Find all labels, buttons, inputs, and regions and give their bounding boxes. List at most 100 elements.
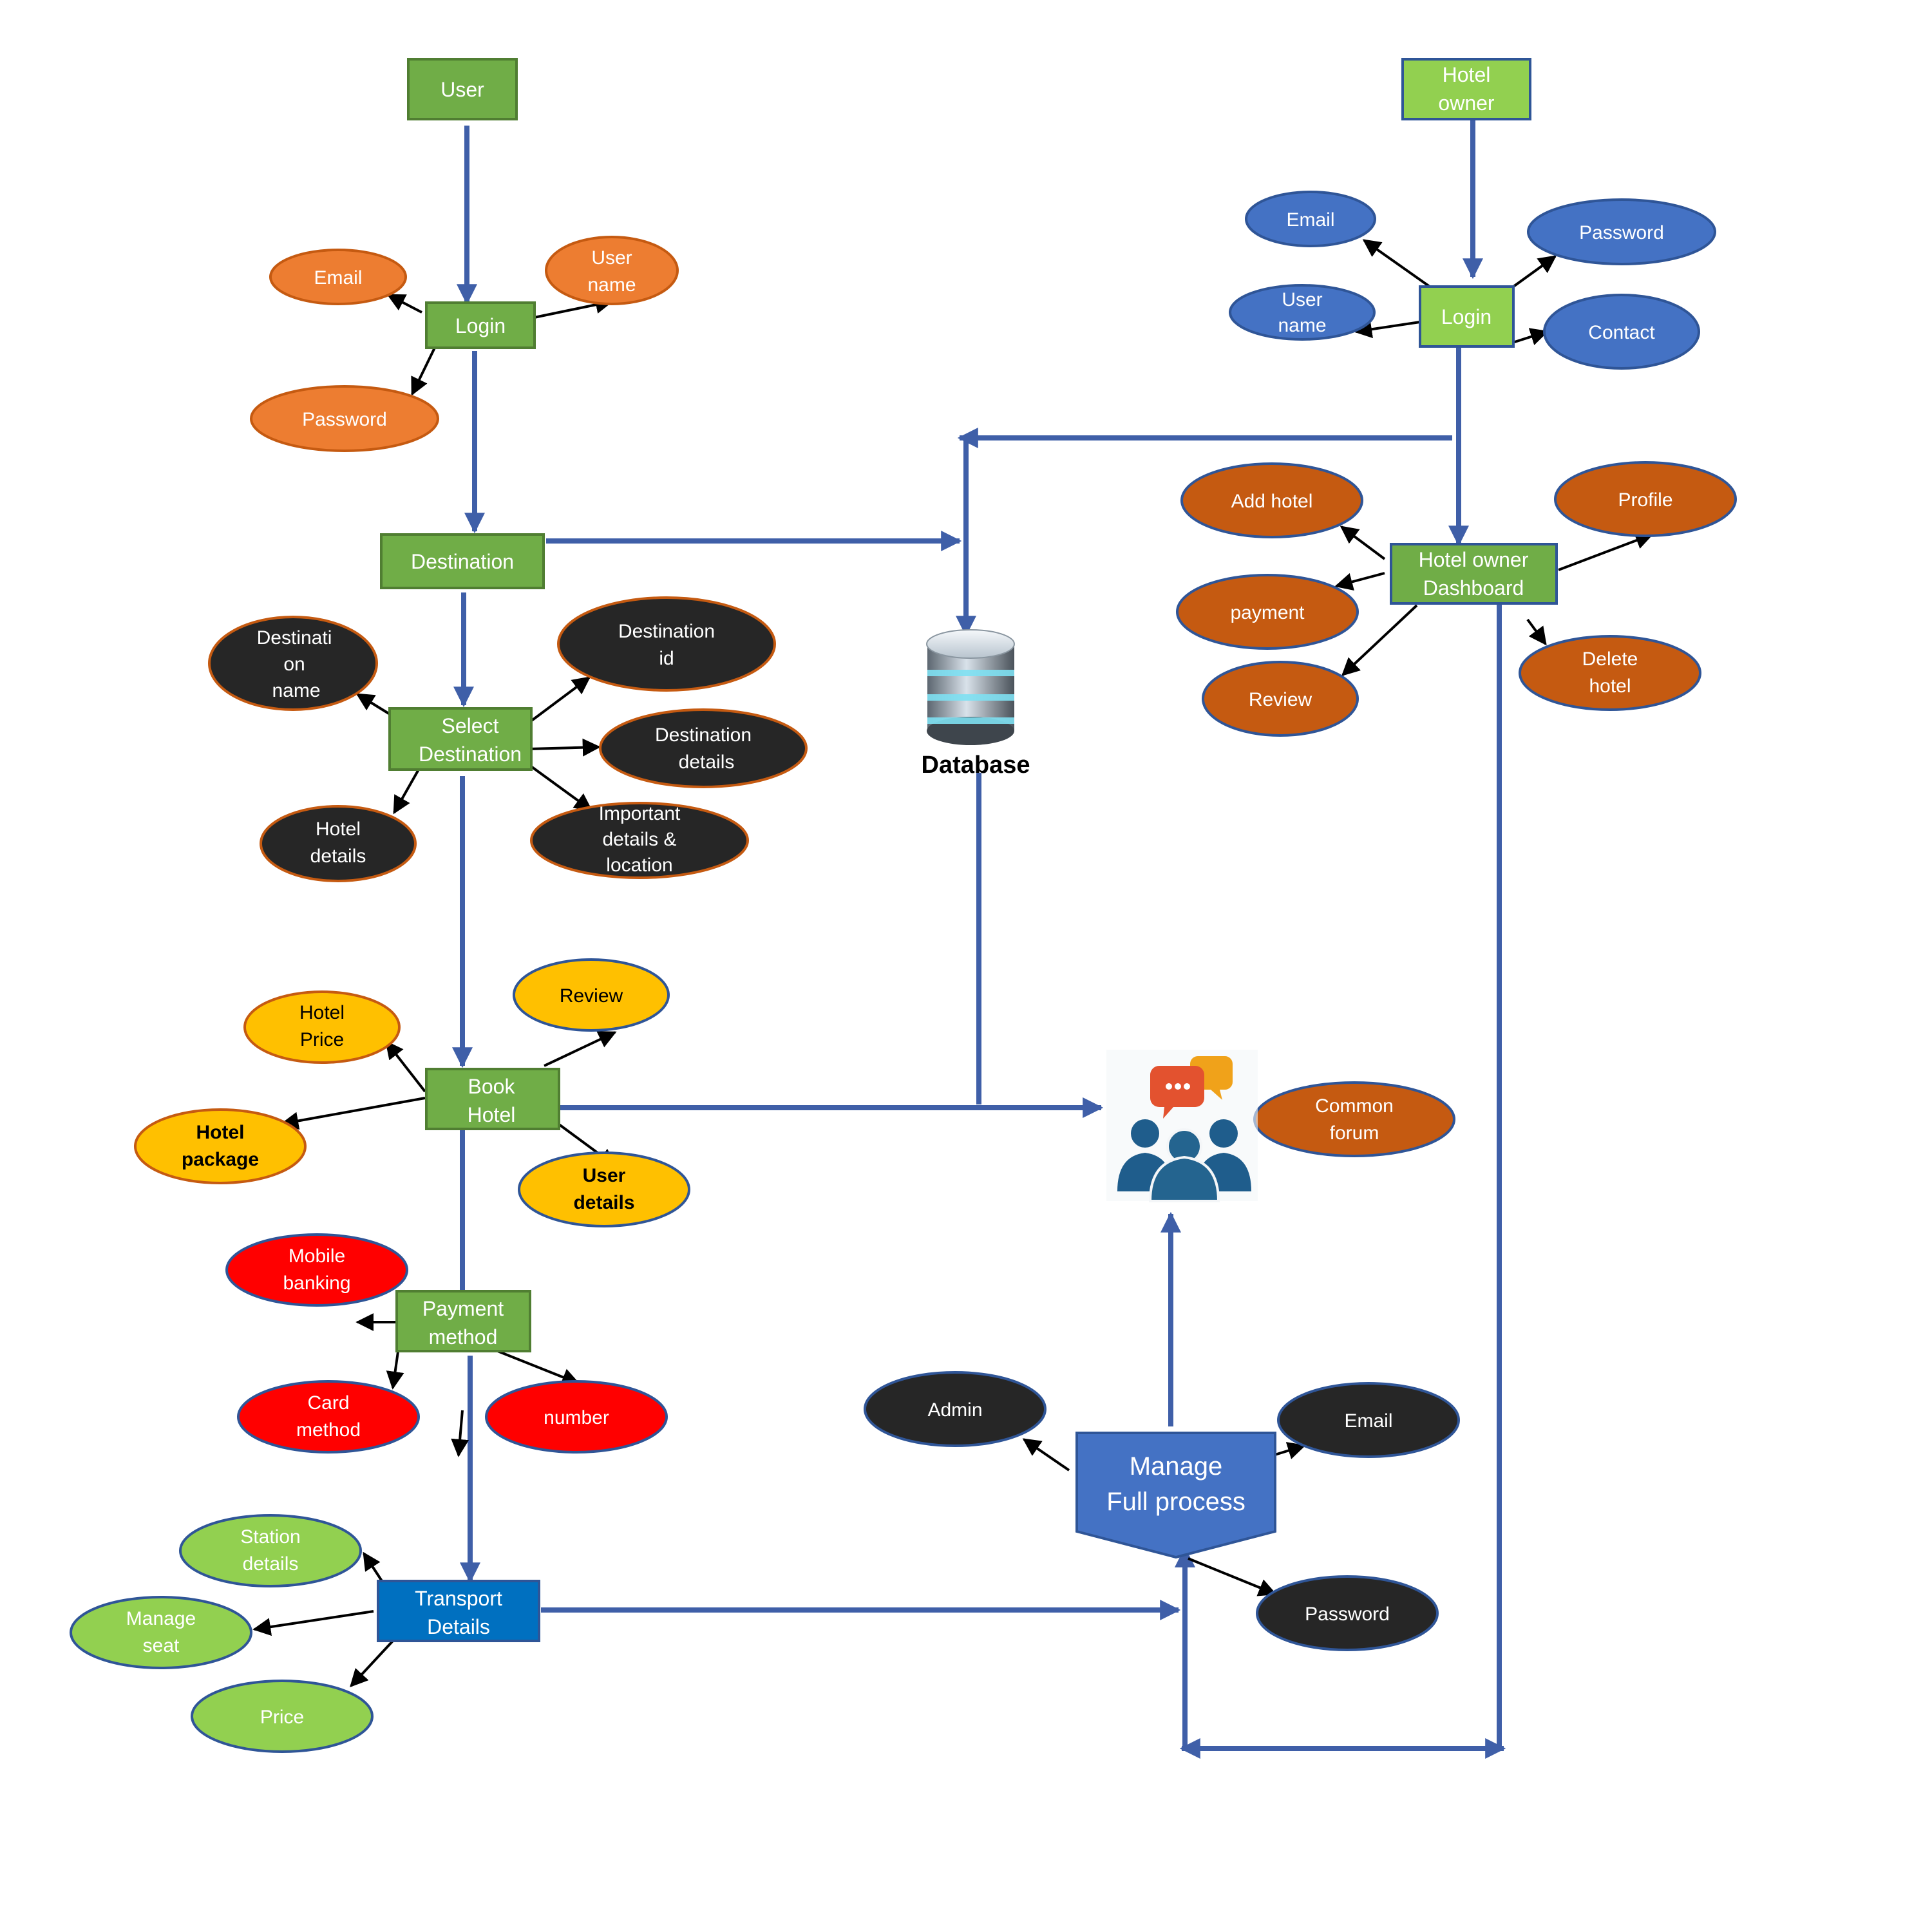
database-label: Database [922, 752, 1030, 779]
ellipse-price: Price [191, 1680, 374, 1753]
svg-text:name: name [587, 274, 636, 296]
ellipse-manage-seat: Manage seat [70, 1596, 252, 1669]
node-transport-details[interactable]: Transport Details [377, 1580, 540, 1642]
svg-text:Review: Review [1249, 689, 1312, 710]
node-manage-full-process[interactable]: Manage Full process [1075, 1432, 1276, 1559]
svg-text:details: details [243, 1553, 299, 1575]
svg-text:seat: seat [143, 1635, 180, 1656]
ellipse-profile: Profile [1554, 461, 1737, 537]
svg-text:User: User [440, 78, 484, 101]
ellipse-payment: payment [1176, 574, 1359, 650]
svg-text:id: id [659, 648, 674, 669]
svg-text:hotel: hotel [1589, 676, 1631, 697]
svg-text:details &: details & [602, 829, 676, 850]
svg-text:package: package [182, 1149, 259, 1170]
svg-text:Details: Details [427, 1615, 490, 1638]
svg-text:Password: Password [302, 409, 387, 430]
forum-people-icon [1106, 1050, 1258, 1202]
svg-text:Payment: Payment [422, 1297, 504, 1320]
node-hotel-owner[interactable]: Hotel owner [1401, 58, 1531, 120]
node-destination[interactable]: Destination [380, 533, 545, 589]
svg-text:Hotel: Hotel [299, 1002, 345, 1023]
svg-text:Common: Common [1315, 1095, 1394, 1117]
svg-text:Contact: Contact [1588, 322, 1655, 343]
ellipse-station-details: Station details [179, 1514, 362, 1587]
svg-text:details: details [573, 1192, 634, 1213]
ellipse-common-forum: Common forum [1253, 1081, 1455, 1157]
svg-text:Login: Login [455, 314, 506, 337]
ellipse-destination-id: Destination id [557, 596, 776, 692]
ellipse-delete-hotel: Delete hotel [1519, 635, 1701, 711]
svg-text:Important: Important [599, 803, 681, 824]
ellipse-review-rust: Review [1202, 661, 1359, 737]
select-destination-line1: Select [442, 714, 499, 737]
svg-text:Add hotel: Add hotel [1231, 491, 1313, 512]
ellipse-review-yellow: Review [513, 958, 670, 1032]
svg-text:Password: Password [1579, 222, 1664, 243]
svg-text:Delete: Delete [1582, 649, 1638, 670]
ellipse-destination-name: Destinati on name [208, 616, 378, 711]
ellipse-user-username: User name [545, 236, 679, 305]
ellipse-important-details: Important details & location [530, 802, 749, 879]
svg-text:Hotel owner: Hotel owner [1419, 548, 1529, 571]
node-book-hotel[interactable]: Book Hotel [425, 1068, 560, 1130]
svg-text:Destination: Destination [655, 724, 752, 746]
node-select-destination[interactable]: Select Destination [388, 707, 533, 771]
svg-text:Price: Price [260, 1707, 304, 1728]
svg-text:Password: Password [1305, 1604, 1390, 1625]
svg-text:Mobile: Mobile [289, 1245, 345, 1267]
svg-text:number: number [544, 1407, 609, 1428]
ellipse-admin-email: Email [1277, 1382, 1460, 1458]
flow-lines [452, 119, 1506, 1759]
svg-text:Transport: Transport [415, 1587, 502, 1610]
node-payment-method[interactable]: Payment method [395, 1290, 531, 1352]
svg-text:Hotel: Hotel [316, 819, 361, 840]
ellipse-hotel-details: Hotel details [260, 805, 417, 882]
node-owner-login[interactable]: Login [1419, 285, 1515, 348]
svg-text:payment: payment [1230, 602, 1305, 623]
svg-text:Hotel: Hotel [196, 1122, 245, 1143]
ellipse-card-method: Card method [237, 1380, 420, 1454]
svg-text:Destination: Destination [411, 550, 514, 573]
svg-text:on: on [283, 654, 305, 675]
ellipse-destination-details: Destination details [599, 708, 808, 788]
svg-text:details: details [310, 846, 366, 867]
svg-text:User: User [591, 247, 632, 269]
svg-text:details: details [679, 752, 735, 773]
select-destination-line2: Destination [419, 743, 522, 766]
arrows [252, 239, 1654, 1688]
svg-text:name: name [272, 680, 320, 701]
svg-text:Book: Book [468, 1075, 516, 1098]
svg-text:Email: Email [314, 267, 362, 289]
node-user[interactable]: User [407, 58, 518, 120]
svg-text:Email: Email [1344, 1410, 1392, 1432]
svg-text:Admin: Admin [927, 1399, 982, 1421]
svg-text:Hotel: Hotel [468, 1103, 516, 1126]
node-owner-dashboard[interactable]: Hotel owner Dashboard [1390, 543, 1558, 605]
ellipse-owner-username: User name [1229, 284, 1376, 341]
svg-text:Price: Price [300, 1029, 344, 1050]
svg-text:Destinati: Destinati [257, 627, 332, 649]
ellipse-admin: Admin [864, 1371, 1046, 1447]
svg-text:name: name [1278, 315, 1326, 336]
ellipse-number: number [485, 1380, 668, 1454]
svg-text:Email: Email [1286, 209, 1334, 231]
svg-text:Destination: Destination [618, 621, 715, 642]
svg-text:Review: Review [560, 985, 623, 1007]
database-icon [926, 629, 1015, 745]
ellipse-user-details: User details [518, 1151, 690, 1227]
svg-text:Manage: Manage [1130, 1452, 1223, 1481]
svg-text:User: User [1282, 289, 1322, 310]
svg-text:owner: owner [1438, 91, 1495, 115]
svg-text:location: location [606, 855, 672, 876]
svg-text:Manage: Manage [126, 1608, 196, 1629]
svg-text:banking: banking [283, 1273, 350, 1294]
ellipse-admin-password: Password [1256, 1575, 1439, 1651]
ellipse-add-hotel: Add hotel [1180, 462, 1363, 538]
svg-text:method: method [296, 1419, 361, 1441]
svg-text:forum: forum [1330, 1122, 1379, 1144]
node-user-login[interactable]: Login [425, 301, 536, 349]
ellipse-owner-password: Password [1527, 198, 1716, 265]
ellipse-owner-email: Email [1245, 191, 1376, 247]
